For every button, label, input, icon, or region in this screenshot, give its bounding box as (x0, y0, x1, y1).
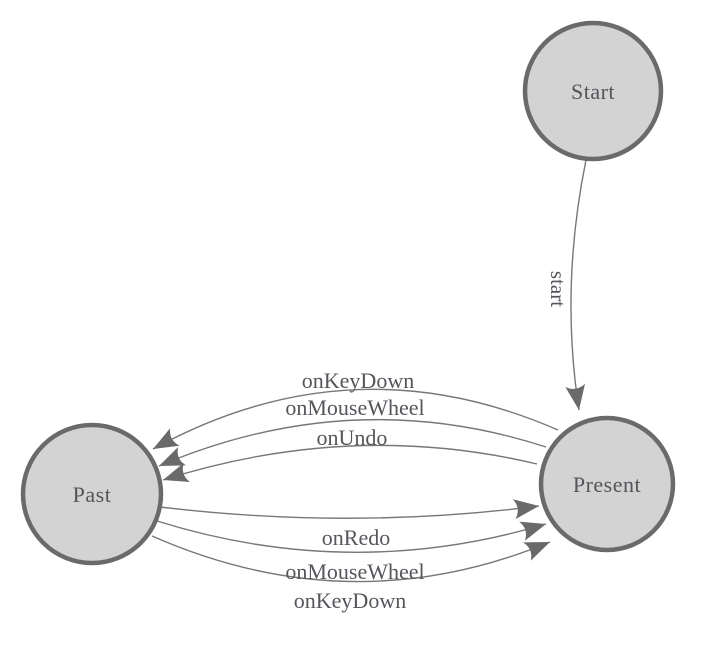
node-start-label: Start (571, 79, 615, 104)
edge-present-to-past-onkeydown[interactable] (152, 388, 559, 450)
node-present-label: Present (573, 472, 641, 497)
edge-past-to-present-onkeydown[interactable] (151, 535, 551, 583)
edge-label-onundo: onUndo (317, 425, 388, 450)
edge-past-to-present-onmousewheel[interactable] (156, 520, 547, 553)
edge-label-onkeydown-top: onKeyDown (302, 368, 414, 393)
edge-past-to-present-onredo[interactable] (159, 499, 540, 520)
edge-present-to-past-onmousewheel[interactable] (158, 418, 547, 467)
edge-label-onkeydown-bottom: onKeyDown (294, 588, 406, 613)
edge-label-onmousewheel-top: onMouseWheel (285, 395, 424, 420)
node-past[interactable]: Past (20, 422, 164, 566)
node-past-circle[interactable] (20, 422, 164, 566)
node-past-label: Past (73, 482, 112, 507)
edge-present-to-past-onundo[interactable] (162, 444, 538, 482)
node-start-circle[interactable] (522, 20, 664, 162)
node-present[interactable]: Present (538, 415, 676, 553)
edge-start-to-present[interactable] (565, 159, 587, 411)
edge-label-onmousewheel-bottom: onMouseWheel (285, 559, 424, 584)
node-present-circle[interactable] (538, 415, 676, 553)
edge-label-start: start (546, 271, 570, 307)
node-start[interactable]: Start (522, 20, 664, 162)
edge-label-onredo: onRedo (322, 525, 390, 550)
